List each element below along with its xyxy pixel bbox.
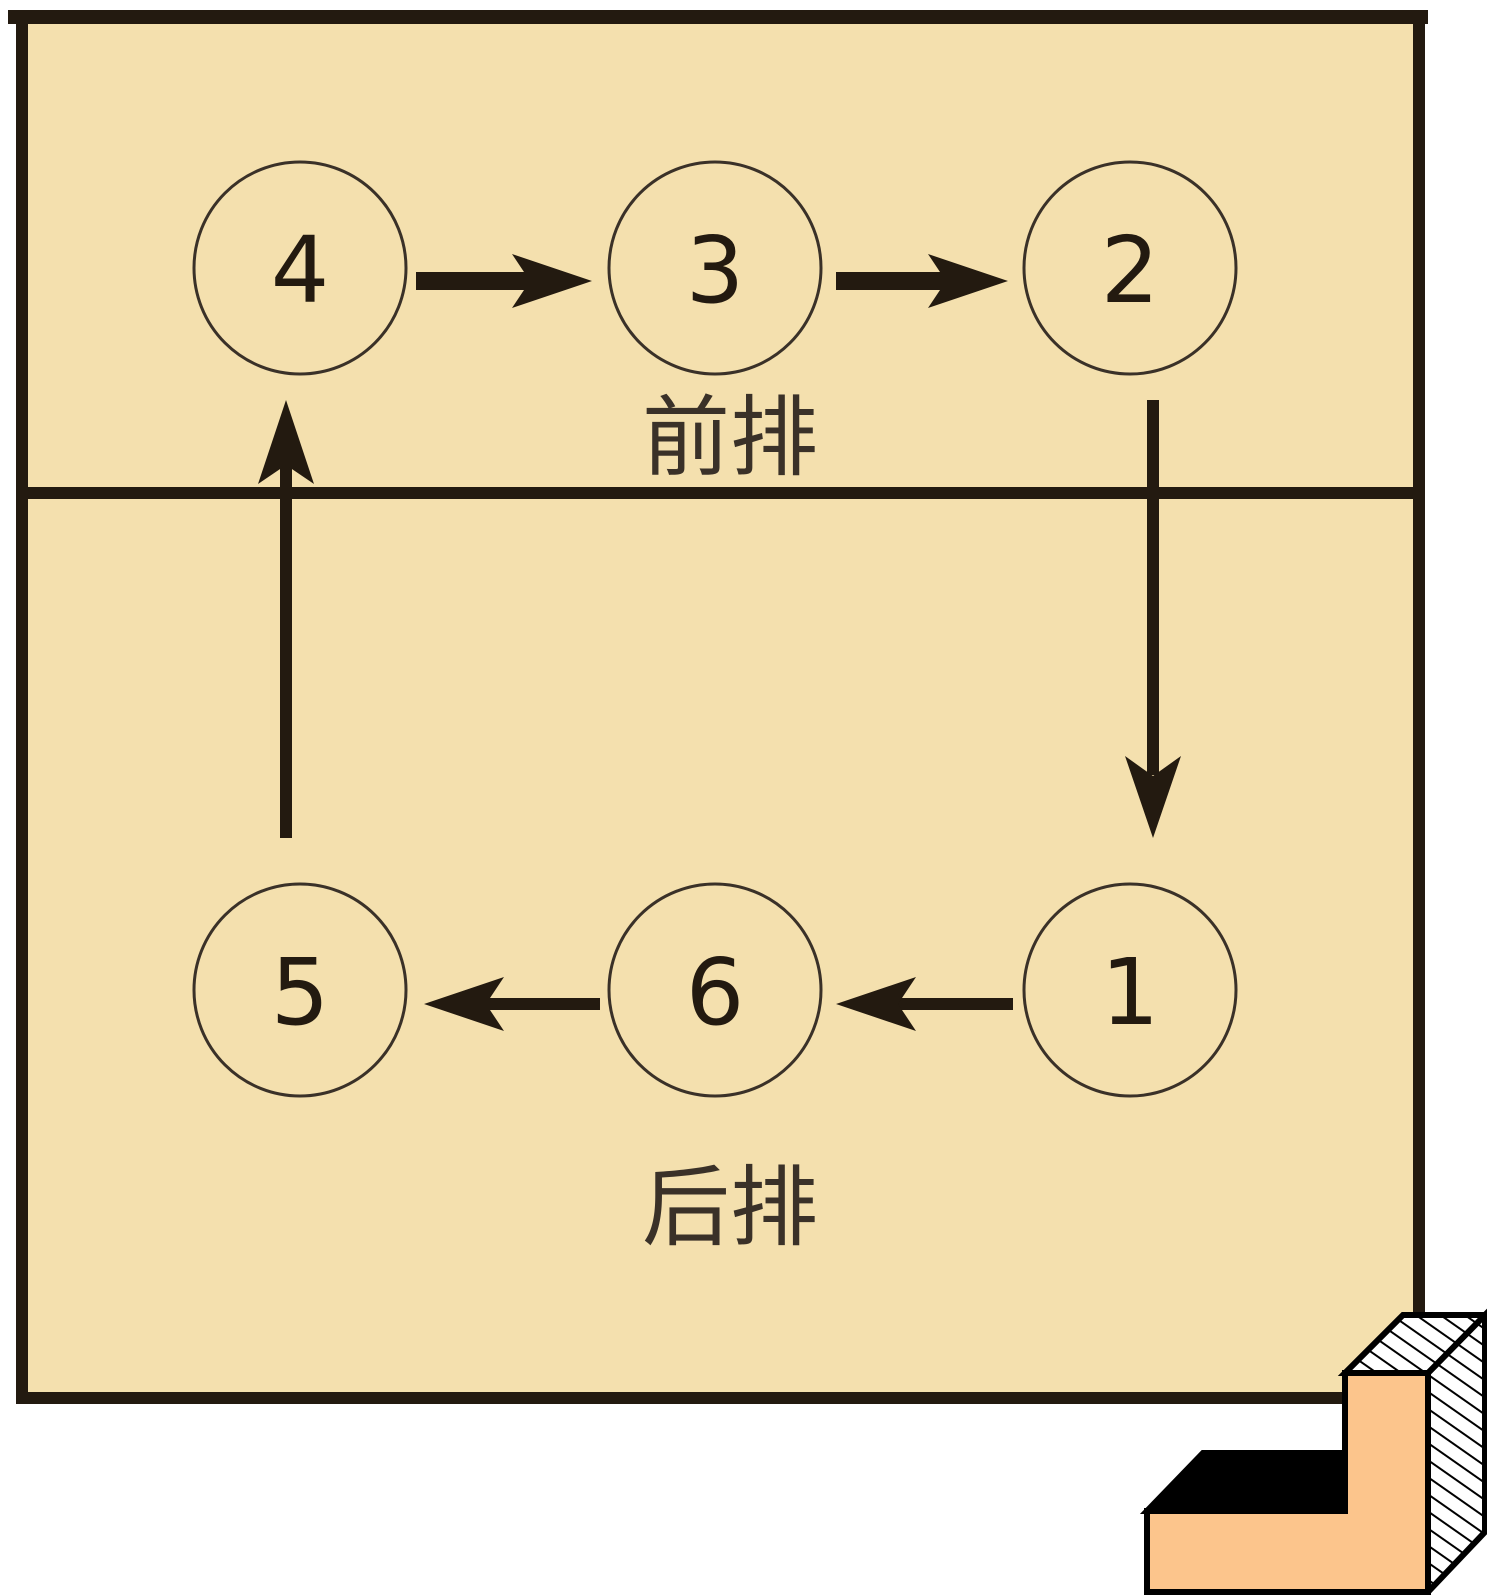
arrow-4-to-3 (416, 254, 592, 308)
back-row-label: 后排 (642, 1156, 818, 1259)
court (8, 10, 1428, 1404)
position-circle-3 (607, 160, 823, 376)
stair-step-icon (1139, 1308, 1487, 1595)
position-label-2: 2 (1101, 217, 1160, 324)
position-circle-5 (192, 882, 408, 1098)
position-label-3: 3 (686, 217, 745, 324)
position-label-6: 6 (686, 939, 745, 1046)
step-face (1144, 1370, 1431, 1595)
position-circle-1 (1022, 882, 1238, 1098)
arrow-6-to-5 (424, 977, 600, 1031)
step-shadow (1139, 1450, 1350, 1514)
front-row-label: 前排 (642, 386, 818, 489)
position-circle-6 (607, 882, 823, 1098)
rotation-arrows (258, 254, 1181, 1031)
position-label-5: 5 (271, 939, 330, 1046)
position-label-1: 1 (1101, 939, 1160, 1046)
position-circle-2 (1022, 160, 1238, 376)
court-area (16, 12, 1425, 1404)
arrow-1-to-6 (836, 977, 1013, 1031)
position-label-4: 4 (271, 217, 330, 324)
position-circles (192, 160, 1238, 1098)
position-circle-4 (192, 160, 408, 376)
position-labels: 4 3 2 5 6 1 (271, 217, 1160, 1046)
arrow-2-to-1 (1125, 400, 1181, 838)
arrow-5-to-4 (258, 400, 314, 838)
arrow-3-to-2 (836, 254, 1008, 308)
